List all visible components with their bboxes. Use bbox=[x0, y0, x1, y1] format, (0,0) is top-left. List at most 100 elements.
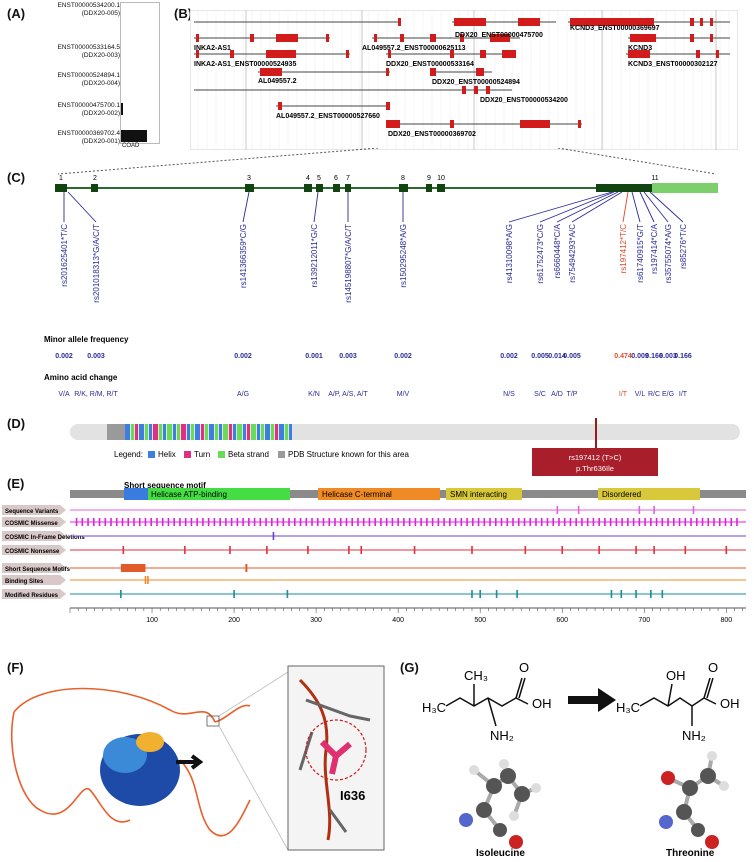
track-label: Short Sequence Motifs bbox=[5, 567, 71, 573]
feature-mark bbox=[650, 590, 652, 598]
exon-block bbox=[386, 102, 390, 110]
zoom-guide bbox=[218, 671, 289, 851]
panel-a-expression: ENST00000534200.1(DDX20-005) ENST0000053… bbox=[28, 0, 160, 150]
mutation-mark bbox=[500, 518, 503, 526]
panel-label-e: (E) bbox=[7, 476, 25, 491]
track-label: COSMIC Missense bbox=[5, 521, 58, 527]
maf-value: 0.003 bbox=[659, 353, 677, 360]
aa-change: V/A bbox=[58, 391, 70, 398]
variant-callout-line2: p.Thr636Ile bbox=[576, 464, 614, 473]
snp-id: rs197412*T/C bbox=[619, 224, 628, 274]
track-label: Sequence Variants bbox=[5, 509, 59, 515]
maf-value: 0.003 bbox=[87, 353, 105, 360]
ss-element bbox=[261, 424, 264, 440]
ss-element bbox=[163, 424, 166, 440]
feature-mark bbox=[360, 546, 363, 554]
ss-element bbox=[131, 424, 134, 440]
exon-7 bbox=[345, 184, 351, 192]
mutation-mark bbox=[196, 518, 198, 526]
exon-block bbox=[230, 50, 234, 58]
mutation-mark bbox=[540, 518, 543, 526]
track-label-bg bbox=[2, 575, 66, 585]
track-label: COSMIC In-Frame Deletions bbox=[5, 535, 85, 541]
ss-element bbox=[177, 424, 180, 440]
side-chain bbox=[298, 698, 371, 833]
exon-block bbox=[460, 34, 464, 42]
motif-mark bbox=[245, 564, 248, 572]
mutation-mark bbox=[127, 518, 130, 526]
arrow-head bbox=[598, 688, 616, 712]
exon-block bbox=[386, 68, 389, 76]
ss-element bbox=[285, 424, 288, 440]
exon-block bbox=[690, 34, 694, 42]
snp-id: rs141366359*C/G bbox=[239, 224, 248, 288]
ss-element bbox=[181, 424, 186, 440]
exon-number: 7 bbox=[346, 175, 350, 182]
short-motif-label: Short sequence motif bbox=[124, 481, 206, 490]
mutation-mark bbox=[173, 518, 175, 526]
mutation-mark bbox=[115, 518, 118, 526]
arrow-icon bbox=[176, 754, 204, 770]
snp-id: rs35755074*A/G bbox=[664, 224, 673, 283]
mutation-mark bbox=[150, 518, 153, 526]
exon-block bbox=[196, 34, 199, 42]
transcript-label: ENST00000533164.5(DDX20-003) bbox=[57, 44, 120, 59]
domain-helicase-atp bbox=[148, 488, 290, 500]
mutation-mark bbox=[179, 518, 181, 526]
axis-tick-label: 800 bbox=[720, 617, 732, 624]
aa-title: Amino acid change bbox=[44, 373, 118, 382]
exon-5 bbox=[316, 184, 323, 192]
mutation-mark bbox=[546, 518, 549, 526]
snp-connector bbox=[508, 191, 613, 223]
mutation-mark bbox=[690, 518, 692, 526]
maf-value: 0.474 bbox=[614, 353, 632, 360]
feature-mark bbox=[516, 590, 518, 598]
exon-block bbox=[486, 86, 490, 94]
mutation-mark bbox=[248, 518, 250, 526]
exon-block bbox=[630, 34, 656, 42]
panel-label-d: (D) bbox=[7, 416, 26, 431]
mutation-mark bbox=[454, 518, 457, 526]
mutation-mark bbox=[380, 518, 382, 526]
formula-nh2: NH₂ bbox=[490, 728, 514, 743]
feature-mark bbox=[348, 546, 350, 554]
mutation-mark bbox=[535, 518, 537, 526]
exon-block bbox=[400, 34, 404, 42]
ss-element bbox=[243, 424, 246, 440]
snp-id: rs145198807*G/A/C/T bbox=[344, 224, 353, 303]
gene-label: DDX20_ENST00000534200 bbox=[480, 97, 568, 104]
aa-change: S/C bbox=[534, 391, 546, 398]
track-label: Binding Sites bbox=[5, 579, 44, 585]
exon-block bbox=[266, 50, 296, 58]
mutation-mark bbox=[655, 518, 658, 526]
mutation-mark bbox=[253, 518, 256, 526]
legend-turn: Turn bbox=[194, 450, 210, 459]
ss-element bbox=[251, 424, 256, 440]
ss-element bbox=[125, 424, 130, 440]
gene-label: KCND3 bbox=[628, 45, 652, 52]
mutation-mark bbox=[81, 518, 84, 526]
exon-block bbox=[326, 34, 329, 42]
mutation-mark bbox=[110, 518, 112, 526]
ss-element bbox=[195, 424, 200, 440]
maf-value: 0.166 bbox=[645, 353, 663, 360]
panel-label-c: (C) bbox=[7, 170, 26, 185]
formula-o: O bbox=[519, 660, 529, 675]
formula-ch3: CH₃ bbox=[464, 668, 488, 683]
transcript-label: ENST00000524894.1(DDX20-004) bbox=[57, 72, 120, 87]
feature-mark bbox=[661, 590, 664, 598]
mutation-mark bbox=[506, 518, 509, 526]
mutation-mark bbox=[443, 518, 445, 526]
aa-change: N/S bbox=[503, 391, 515, 398]
snp-connector bbox=[571, 191, 623, 223]
feature-mark bbox=[635, 546, 637, 554]
protein-helix bbox=[136, 732, 164, 752]
feature-mark bbox=[266, 546, 268, 554]
feature-mark bbox=[495, 590, 498, 598]
mutation-mark bbox=[575, 518, 577, 526]
mutation-mark bbox=[650, 518, 652, 526]
ss-element bbox=[153, 424, 158, 440]
panel-a-plot-frame bbox=[120, 2, 160, 144]
